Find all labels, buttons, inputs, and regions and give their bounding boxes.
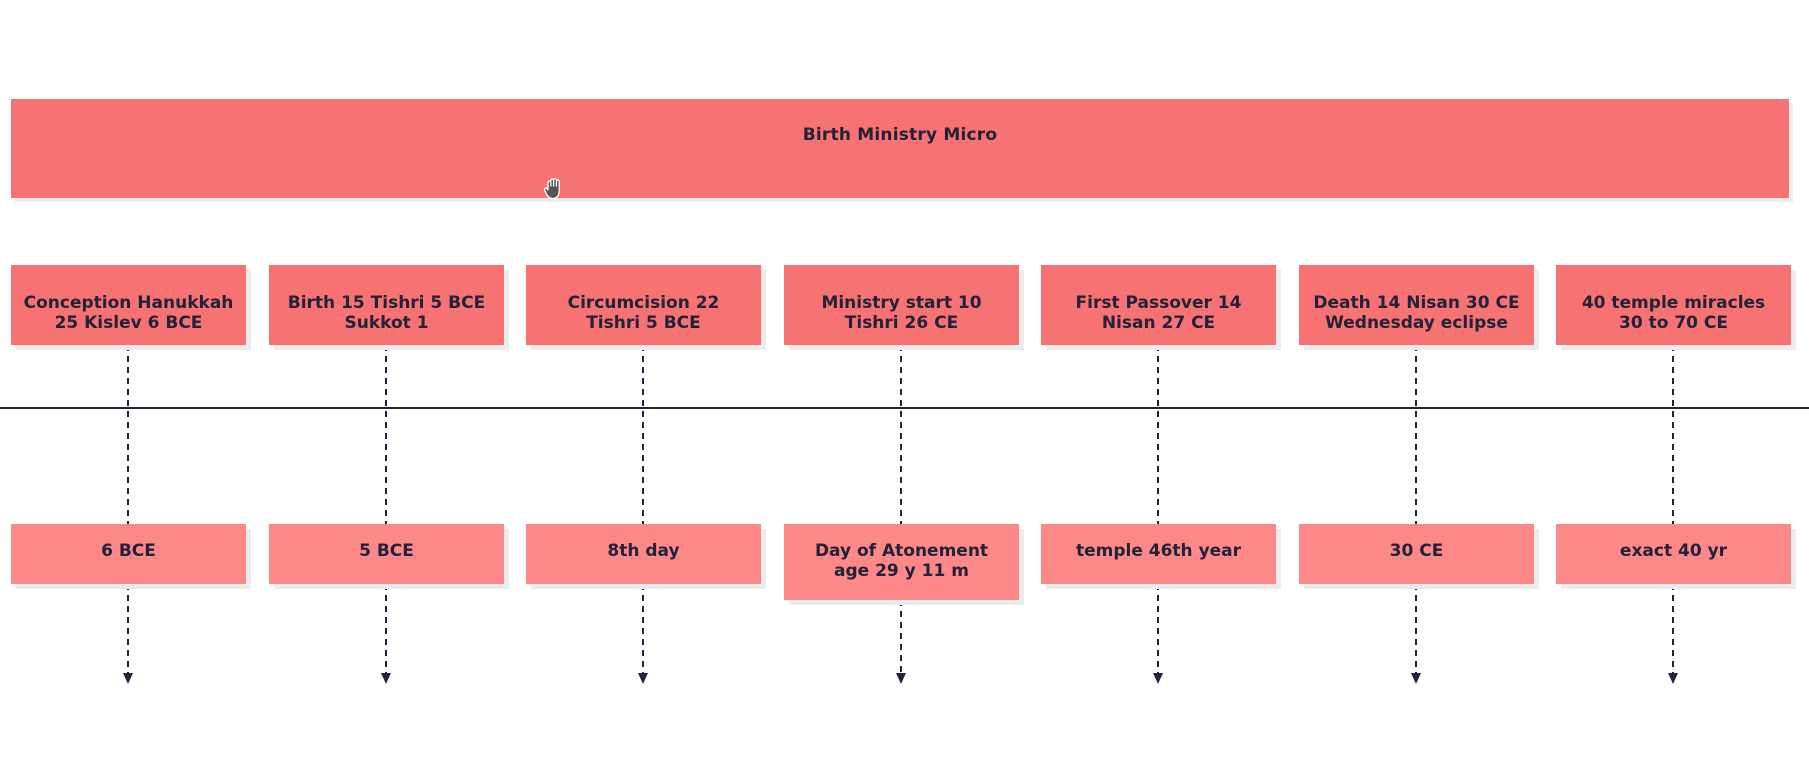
event-label-line2: Tishri 5 BCE: [586, 313, 701, 333]
event-label-line1: 40 temple miracles: [1581, 293, 1766, 313]
event-detail-box[interactable]: 8th day: [526, 524, 761, 584]
arrowhead-icon: [896, 673, 906, 684]
event-detail-box[interactable]: exact 40 yr: [1556, 524, 1791, 584]
event-detail-line1: temple 46th year: [1075, 541, 1242, 561]
event-label-line1: First Passover 14: [1075, 293, 1242, 313]
event-label-line2: 30 to 70 CE: [1619, 313, 1728, 333]
event-label-line2: Sukkot 1: [344, 313, 429, 333]
arrowhead-icon: [1153, 673, 1163, 684]
event-detail-box[interactable]: 6 BCE: [11, 524, 246, 584]
arrowhead-icon: [381, 673, 391, 684]
arrowhead-icon: [123, 673, 133, 684]
arrowhead-icon: [1668, 673, 1678, 684]
event-detail-line1: exact 40 yr: [1619, 541, 1728, 561]
grab-hand-cursor-icon: [543, 178, 560, 200]
event-label-line1: Conception Hanukkah: [23, 293, 234, 313]
arrowhead-icon: [1411, 673, 1421, 684]
event-detail-line1: 8th day: [607, 541, 680, 561]
event-detail-line1: 30 CE: [1389, 541, 1444, 561]
diagram-title-box[interactable]: Birth Ministry Micro: [11, 99, 1789, 198]
diagram-title: Birth Ministry Micro: [802, 125, 998, 145]
event-detail-line1: 5 BCE: [359, 541, 414, 561]
event-detail-box[interactable]: temple 46th year: [1041, 524, 1276, 584]
timeline-axis: [0, 407, 1809, 409]
event-detail-line2: age 29 y 11 m: [834, 561, 969, 581]
event-detail-line1: Day of Atonement: [814, 541, 989, 561]
event-label-line2: Tishri 26 CE: [844, 313, 959, 333]
event-label-line1: Birth 15 Tishri 5 BCE: [287, 293, 486, 313]
event-detail-box[interactable]: 30 CE: [1299, 524, 1534, 584]
event-label-line2: Nisan 27 CE: [1101, 313, 1216, 333]
event-label-line2: 25 Kislev 6 BCE: [54, 313, 203, 333]
event-detail-box[interactable]: 5 BCE: [269, 524, 504, 584]
event-label-line1: Ministry start 10: [821, 293, 982, 313]
arrowhead-icon: [638, 673, 648, 684]
event-detail-line1: 6 BCE: [101, 541, 156, 561]
event-label-line2: Wednesday eclipse: [1325, 313, 1508, 333]
event-label-line1: Death 14 Nisan 30 CE: [1313, 293, 1520, 313]
event-label-line1: Circumcision 22: [567, 293, 720, 313]
